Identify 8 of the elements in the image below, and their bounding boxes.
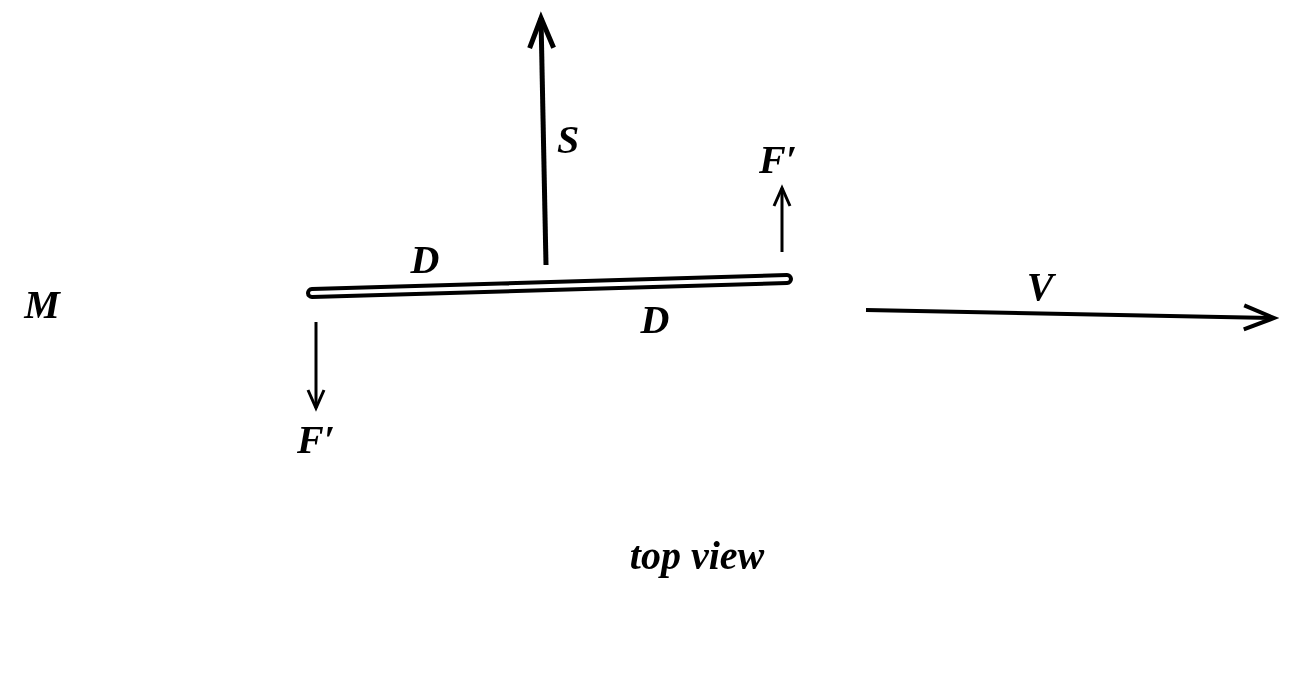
vector-label: F′	[297, 420, 335, 460]
vector-label: S	[556, 120, 580, 160]
point-label: M	[24, 285, 60, 325]
vector-label: V	[1026, 267, 1054, 307]
caption: top view	[629, 536, 765, 576]
vector-label: D	[640, 300, 670, 340]
vector-label: D	[410, 240, 440, 280]
vector-label: F′	[759, 140, 797, 180]
